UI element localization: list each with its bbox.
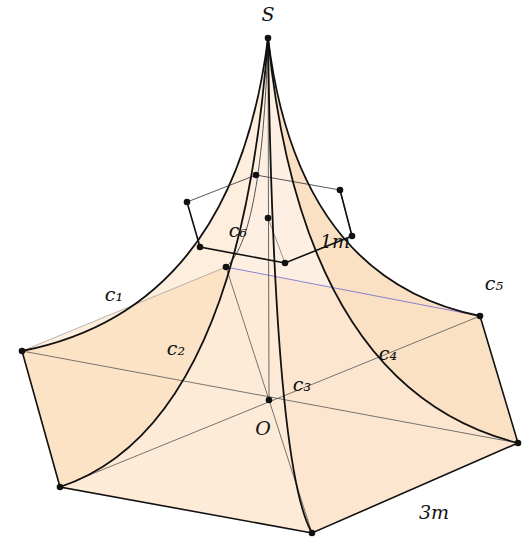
radius-line (268, 218, 285, 263)
vertex-dot (266, 397, 273, 404)
point-label: c₆ (229, 221, 247, 240)
base-edge (22, 316, 518, 533)
back-base-edge (226, 267, 480, 316)
edge-curve (22, 38, 268, 351)
vertex-dot (253, 172, 260, 179)
point-label: c₅ (485, 274, 503, 293)
edge-curve (268, 38, 480, 316)
vertex-dot (197, 244, 204, 251)
point-label: O (255, 419, 271, 438)
vertex-dot (57, 484, 64, 491)
dimension-label: 3m (419, 503, 449, 522)
back-base-edge (22, 267, 226, 351)
tent-face (268, 38, 518, 443)
point-label: c₃ (293, 375, 311, 394)
vertex-dot (309, 530, 316, 537)
point-label: c₁ (105, 285, 123, 304)
point-label: c₄ (379, 344, 397, 363)
dimension-label: 1m (320, 232, 350, 251)
base-diagonal (60, 316, 480, 487)
edge-curve (60, 38, 268, 487)
vertex-dot (184, 199, 191, 206)
vertex-dot (265, 35, 272, 42)
small-hexagon-back (187, 175, 352, 236)
point-label: c₂ (167, 339, 185, 358)
small-hexagon-front (187, 190, 352, 263)
base-diagonal (22, 351, 518, 443)
vertex-dot (515, 440, 522, 447)
vertex-dot (477, 313, 484, 320)
edge-curve (226, 38, 268, 267)
edge-curve (268, 38, 312, 533)
vertex-dot (337, 187, 344, 194)
point-label: S (261, 5, 274, 24)
edge-curve (268, 38, 518, 443)
tent-face (22, 38, 268, 351)
vertex-dot (282, 260, 289, 267)
vertex-dot (19, 348, 26, 355)
vertex-dot (265, 215, 272, 222)
vertex-dot (223, 264, 230, 271)
